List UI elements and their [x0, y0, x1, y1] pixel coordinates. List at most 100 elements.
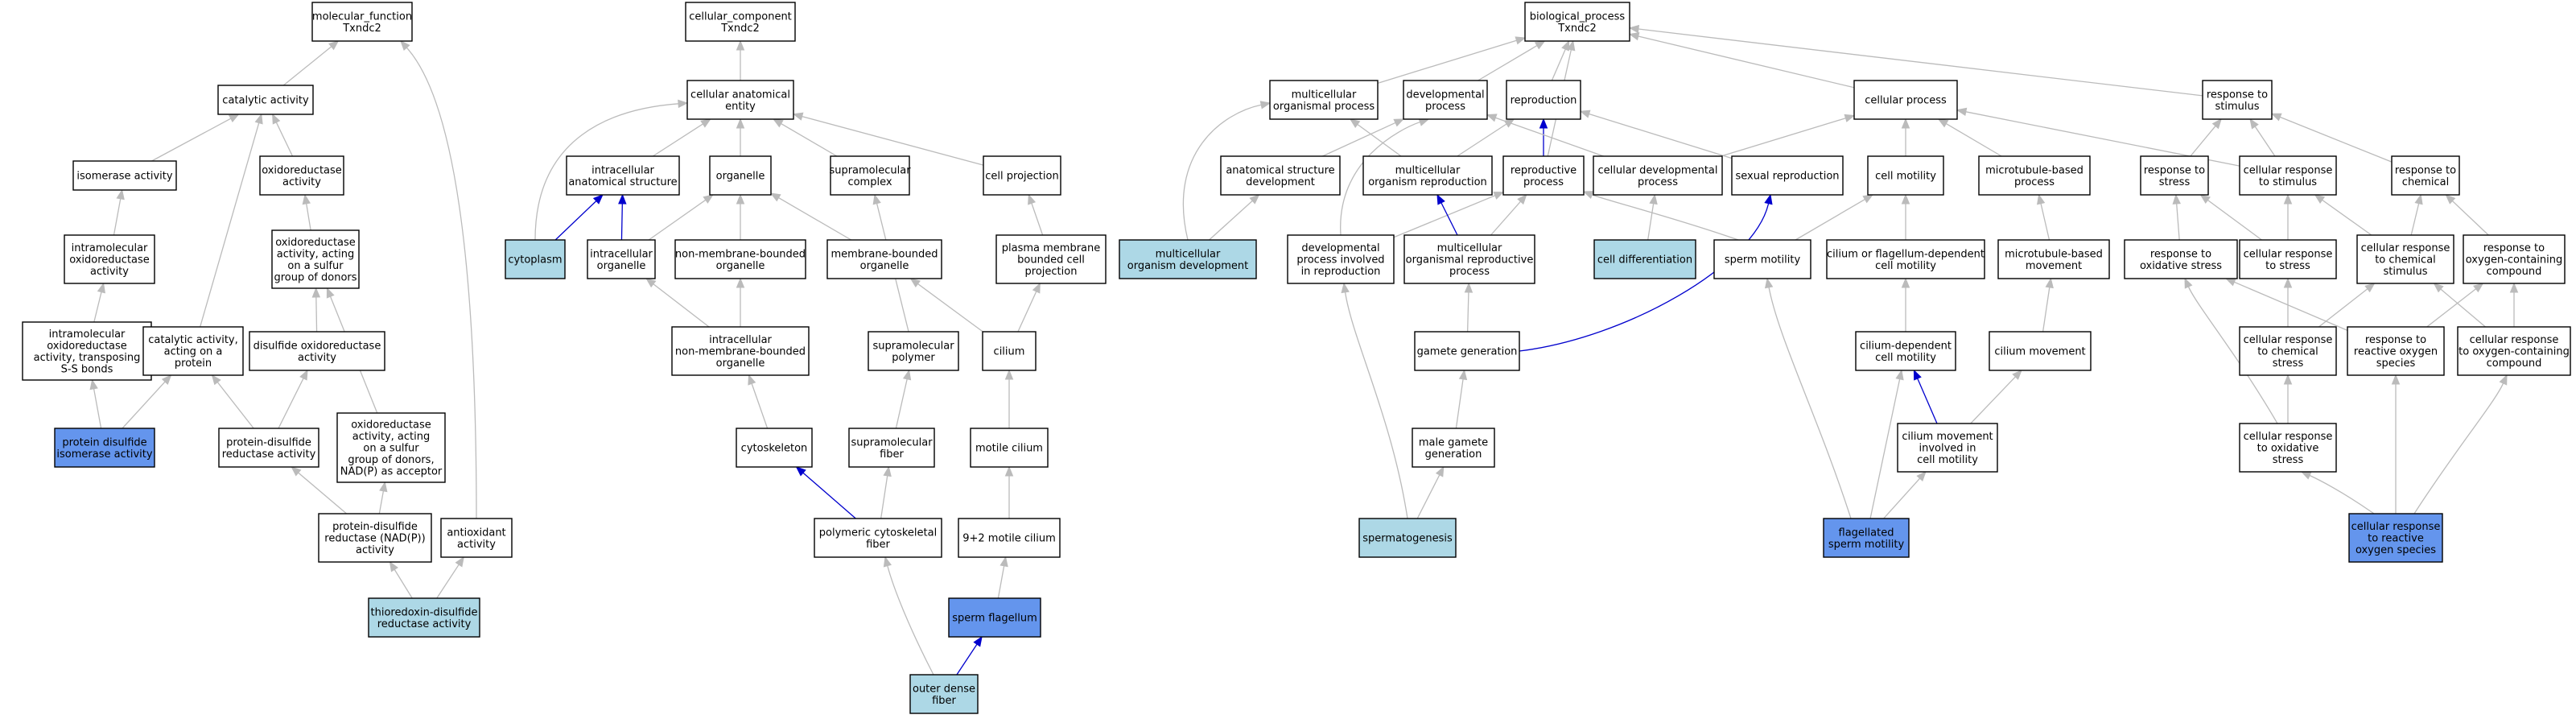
term-node-nine-two[interactable]: 9+2 motile cilium [958, 518, 1061, 558]
term-node-reproduction[interactable]: reproduction [1506, 80, 1581, 120]
term-node-cytoplasm[interactable]: cytoplasm [505, 239, 566, 279]
term-box [259, 155, 344, 196]
term-node-catalytic[interactable]: catalytic activity [217, 85, 314, 115]
term-box [440, 518, 513, 558]
edge-cr_oxstress-to-resp_oxstress [2187, 286, 2278, 424]
term-label-line: catalytic activity, [148, 334, 238, 346]
term-label-line: cellular response [2244, 164, 2333, 176]
term-node-organelle[interactable]: organelle [709, 155, 772, 196]
term-node-gamete[interactable]: gamete generation [1414, 331, 1520, 371]
term-node-cytoskeleton[interactable]: cytoskeleton [736, 428, 813, 468]
term-node-cellmotility[interactable]: cell motility [1867, 155, 1944, 196]
term-label-line: antioxidant [447, 527, 505, 539]
term-node-inmbo[interactable]: intracellularnon-membrane-boundedorganel… [671, 326, 810, 376]
term-label-line: gamete generation [1417, 346, 1518, 358]
term-node-isomerase[interactable]: isomerase activity [72, 160, 177, 191]
term-node-spermmot[interactable]: sperm motility [1713, 239, 1811, 279]
term-node-cilium[interactable]: cilium [982, 331, 1037, 371]
term-label-line: cellular response [2244, 431, 2333, 443]
term-node-ciliummove[interactable]: cilium movement [1989, 331, 2092, 371]
term-label-line: complex [847, 176, 892, 188]
term-node-cell-projection[interactable]: cell projection [983, 155, 1061, 196]
arrowhead-nine_two-to-motile_cilium [1004, 465, 1014, 477]
edge-male_gamete-to-gamete [1455, 378, 1464, 429]
term-node-spermatogenesis[interactable]: spermatogenesis [1358, 518, 1457, 558]
edge-intramol-to-isomerase [113, 198, 122, 236]
term-node-sperm-flagellum[interactable]: sperm flagellum [948, 597, 1041, 638]
term-box [671, 326, 810, 376]
term-node-motile-cilium[interactable]: motile cilium [970, 428, 1049, 468]
term-label-line: activity [356, 544, 394, 556]
arrowhead-pdr-to-disulfide_ox [299, 369, 308, 381]
arrowhead-oxid_sulfur-to-oxidoreductase [302, 193, 311, 205]
term-label-line: to stress [2265, 260, 2310, 272]
edge-catalytic-to-mf_root [282, 46, 332, 86]
arrowhead-cell_projection-to-cae [792, 112, 804, 121]
term-label-line: organismal process [1273, 101, 1375, 113]
term-node-cellproc[interactable]: cellular process [1853, 80, 1958, 120]
arrowhead-inmbo-to-nmbo [736, 277, 745, 288]
term-label-line: oxidoreductase [47, 340, 127, 352]
term-box [2239, 239, 2337, 279]
term-node-sexrepro[interactable]: sexual reproduction [1731, 155, 1844, 196]
term-label-line: projection [1025, 266, 1078, 278]
term-node-celldiff[interactable]: cell differentiation [1593, 239, 1696, 279]
edge-devproc-to-bp_root [1478, 45, 1538, 81]
